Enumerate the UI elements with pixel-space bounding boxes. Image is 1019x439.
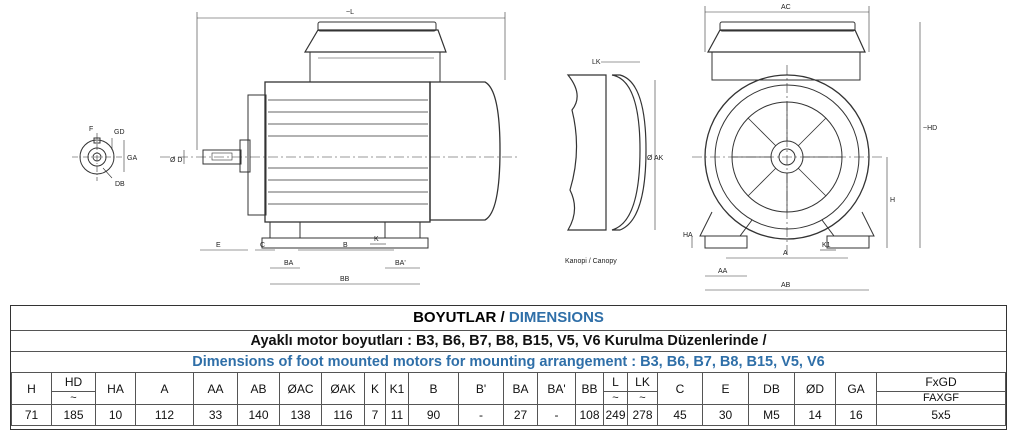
dim-label-a: A <box>783 250 788 257</box>
title-turkish: BOYUTLAR / <box>413 309 505 326</box>
dim-label-gd: GD <box>114 129 125 136</box>
column-subheader: ~ <box>603 391 628 405</box>
dim-label-ab: AB <box>781 282 791 289</box>
motor-side-view <box>160 12 520 285</box>
column-header: LK <box>627 372 658 392</box>
dimension-value: 33 <box>193 404 238 426</box>
dim-label-db: DB <box>115 181 125 188</box>
column-header: AA <box>193 372 238 405</box>
dim-label-ba: BA <box>284 260 294 267</box>
dim-label-d: Ø D <box>170 157 182 164</box>
column-header: K1 <box>385 372 409 405</box>
dim-label-aa: AA <box>718 268 728 275</box>
subtitle-english: Dimensions of foot mounted motors for mo… <box>192 354 825 370</box>
column-subheader: ~ <box>51 391 96 405</box>
dim-label-l: ~L <box>346 9 354 16</box>
dim-label-ak: Ø AK <box>647 155 664 162</box>
column-header: DB <box>748 372 795 405</box>
column-header: HA <box>95 372 136 405</box>
column-header: K <box>364 372 386 405</box>
dim-label-k: K <box>374 236 379 243</box>
motor-front-view <box>691 6 921 291</box>
dim-label-hd: ~HD <box>923 125 937 132</box>
column-header: ØAK <box>321 372 365 405</box>
dimension-value: 71 <box>11 404 52 426</box>
column-header: ØD <box>794 372 836 405</box>
dim-label-ga: GA <box>127 155 137 162</box>
dimension-value: 5x5 <box>876 404 1006 426</box>
column-header: B <box>408 372 459 405</box>
subtitle-turkish: Ayaklı motor boyutları : B3, B6, B7, B8,… <box>11 331 1006 352</box>
column-header: BA <box>503 372 538 405</box>
column-header: E <box>702 372 749 405</box>
dimensions-table: BOYUTLAR / DIMENSIONS Ayaklı motor boyut… <box>10 305 1007 430</box>
dimension-value: M5 <box>748 404 795 426</box>
dimension-value: 14 <box>794 404 836 426</box>
title-english: DIMENSIONS <box>508 309 604 326</box>
dimension-value: 116 <box>321 404 365 426</box>
dimension-value: 10 <box>95 404 136 426</box>
dimension-value: 140 <box>237 404 280 426</box>
table-title: BOYUTLAR / DIMENSIONS <box>11 306 1006 331</box>
dimension-value: 30 <box>702 404 749 426</box>
dimension-value: 7 <box>364 404 386 426</box>
column-header: B' <box>458 372 504 405</box>
column-header: C <box>657 372 703 405</box>
column-header: L <box>603 372 628 392</box>
column-header: BB <box>575 372 604 405</box>
dim-label-ac: AC <box>781 4 791 11</box>
column-header: H <box>11 372 52 405</box>
dim-label-lk: LK <box>592 59 601 66</box>
column-header: BA' <box>537 372 576 405</box>
column-header: A <box>135 372 194 405</box>
shaft-end-view <box>72 133 125 181</box>
dimension-value: 112 <box>135 404 194 426</box>
column-header: FxGD <box>876 372 1006 392</box>
canopy-caption: Kanopi / Canopy <box>565 258 617 265</box>
dimension-value: 138 <box>279 404 322 426</box>
column-header: HD <box>51 372 96 392</box>
dimension-value: - <box>458 404 504 426</box>
dim-label-bb: BB <box>340 276 350 283</box>
dim-label-c: C <box>260 242 265 249</box>
column-subheader: FAXGF <box>876 391 1006 405</box>
dimension-value: 90 <box>408 404 459 426</box>
dim-label-h: H <box>890 197 895 204</box>
dimension-value: 185 <box>51 404 96 426</box>
dim-label-b: B <box>343 242 348 249</box>
dimension-value: 45 <box>657 404 703 426</box>
dimension-value: 16 <box>835 404 877 426</box>
dim-label-ba-prime: BA' <box>395 260 406 267</box>
column-header: AB <box>237 372 280 405</box>
dimension-value: 108 <box>575 404 604 426</box>
dimension-value: 278 <box>627 404 658 426</box>
column-header: GA <box>835 372 877 405</box>
dim-label-k1: K1 <box>822 242 831 249</box>
dimension-value: - <box>537 404 576 426</box>
column-header: ØAC <box>279 372 322 405</box>
dimension-value: 27 <box>503 404 538 426</box>
canopy-view <box>566 61 656 231</box>
technical-drawing: ~L E C B K BA BA' BB Ø D F GD GA DB LK Ø… <box>72 4 937 291</box>
column-subheader: ~ <box>627 391 658 405</box>
dim-label-ha: HA <box>683 232 693 239</box>
dim-label-f: F <box>89 126 93 133</box>
dimension-value: 249 <box>603 404 628 426</box>
dimension-value: 11 <box>385 404 409 426</box>
dim-label-e: E <box>216 242 221 249</box>
